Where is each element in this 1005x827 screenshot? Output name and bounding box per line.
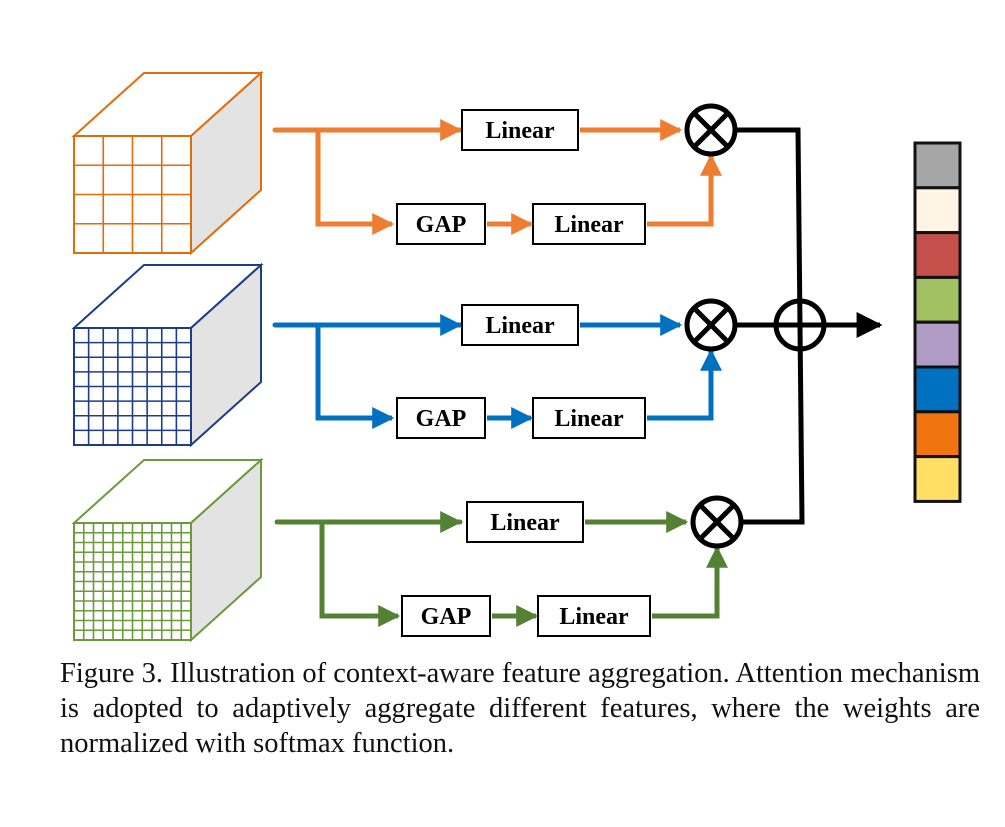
linear-block: Linear xyxy=(461,304,579,346)
arrow-weight-to-multiply xyxy=(647,153,722,227)
linear-block-2-label: Linear xyxy=(554,406,624,432)
arrow-weight-to-multiply xyxy=(652,545,728,619)
linear-block: Linear xyxy=(466,501,584,543)
linear-block-2: Linear xyxy=(532,397,646,439)
linear-block-2: Linear xyxy=(532,203,646,245)
vector-cell xyxy=(913,141,962,190)
vector-cell xyxy=(913,275,962,324)
linear-block-2-box xyxy=(537,595,651,637)
gap-block-box xyxy=(401,595,491,637)
feature-cube xyxy=(71,262,264,448)
multiply-icon xyxy=(690,495,744,549)
arrow-weight-to-multiply xyxy=(647,348,722,421)
linear-block-2-box xyxy=(532,397,646,439)
linear-block-box xyxy=(466,501,584,543)
vector-cell xyxy=(913,410,962,459)
arrow-to-gap xyxy=(315,325,395,429)
arrow-to-gap xyxy=(319,522,401,627)
linear-block-box xyxy=(461,109,579,151)
figure-caption: Figure 3. Illustration of context-aware … xyxy=(60,658,980,759)
vector-cell xyxy=(913,186,962,235)
feature-cube xyxy=(71,70,264,256)
multiply-icon xyxy=(684,298,738,352)
linear-block-label: Linear xyxy=(490,510,560,536)
multiply-icon xyxy=(684,103,738,157)
vector-cell xyxy=(913,231,962,279)
gap-block-label: GAP xyxy=(416,406,467,432)
gap-block-box xyxy=(396,203,486,245)
gap-block-box xyxy=(396,397,486,439)
feature-cube xyxy=(71,457,264,643)
linear-block-label: Linear xyxy=(485,118,555,144)
gap-block-label: GAP xyxy=(416,212,467,238)
gap-block: GAP xyxy=(396,203,486,245)
vector-cell xyxy=(913,455,962,503)
vector-cell xyxy=(913,320,962,369)
linear-block-2-box xyxy=(532,203,646,245)
linear-block-label: Linear xyxy=(485,313,555,339)
gap-block: GAP xyxy=(396,397,486,439)
linear-block-2-label: Linear xyxy=(554,212,624,238)
arrow-to-gap xyxy=(315,130,395,235)
linear-block-box xyxy=(461,304,579,346)
linear-block-2: Linear xyxy=(537,595,651,637)
linear-block: Linear xyxy=(461,109,579,151)
gap-block: GAP xyxy=(401,595,491,637)
linear-block-2-label: Linear xyxy=(559,604,629,630)
vector-cell xyxy=(913,365,962,414)
gap-block-label: GAP xyxy=(421,604,472,630)
output-vector xyxy=(913,141,962,503)
aggregation xyxy=(735,127,883,525)
sum-icon xyxy=(773,298,827,352)
